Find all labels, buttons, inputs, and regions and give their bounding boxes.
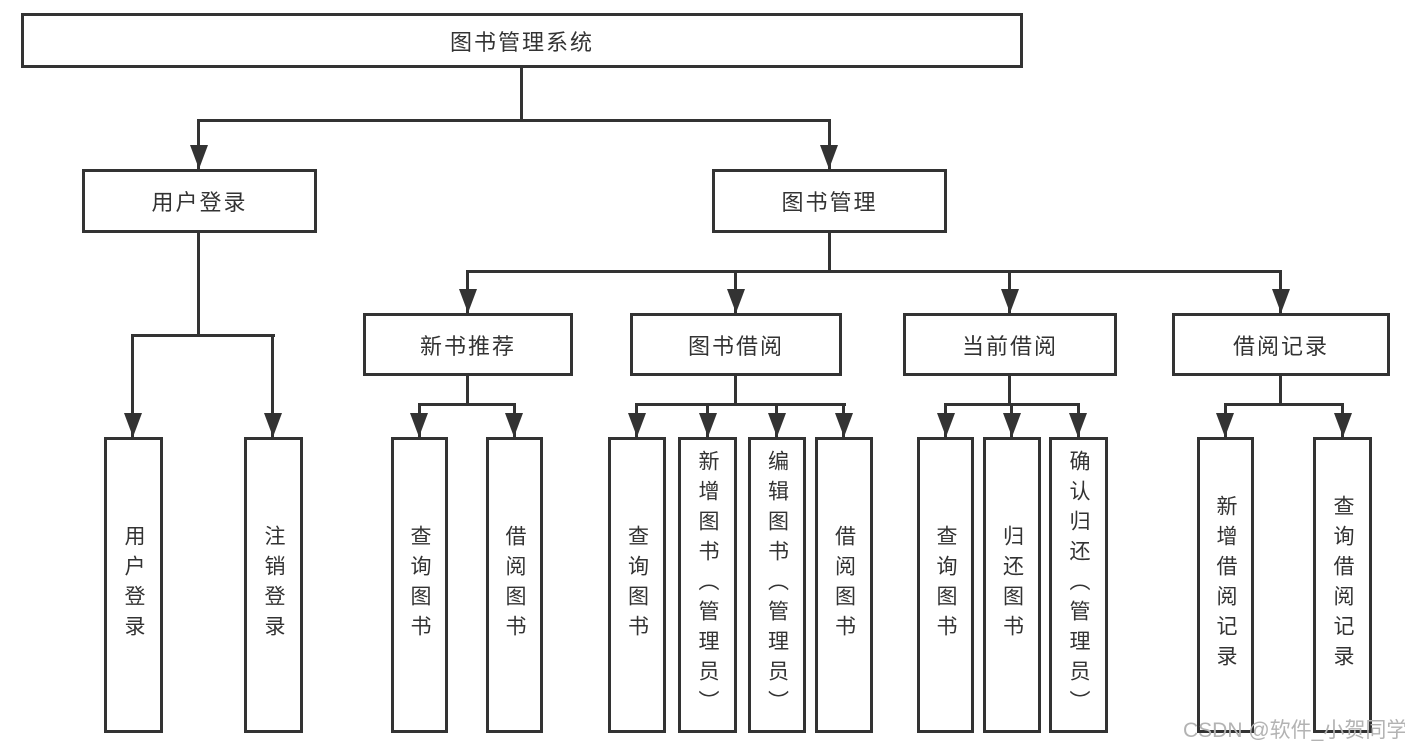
leaf-logout-label: 注销登录 — [262, 525, 285, 645]
csdn-watermark: CSDN @软件_小贺同学 — [1183, 719, 1405, 742]
leaf-add-book-admin: 新增图书（管理员） — [678, 437, 737, 733]
connector-user-login-down — [197, 233, 200, 337]
connector-level2 — [466, 270, 1282, 273]
connector-user-login-group — [131, 334, 275, 337]
connector-arrowhead — [820, 145, 838, 169]
leaf-query-books-recommend: 查询图书 — [391, 437, 448, 733]
leaf-borrow-books-recommend: 借阅图书 — [486, 437, 543, 733]
node-book-borrow: 图书借阅 — [630, 313, 842, 376]
connector-arrowhead — [264, 413, 282, 437]
leaf-user-login-label: 用户登录 — [122, 525, 145, 645]
connector-new-book-group — [418, 403, 516, 406]
node-current-borrow-label: 当前借阅 — [961, 333, 1058, 359]
connector-arrowhead — [1216, 413, 1234, 437]
connector-stem-user-login — [197, 119, 200, 169]
leaf-borrow-books: 借阅图书 — [815, 437, 873, 733]
connector-book-borrow-down — [734, 375, 737, 406]
connector-current-borrow-down — [1008, 375, 1011, 406]
leaf-add-borrow-record: 新增借阅记录 — [1197, 437, 1254, 733]
connector-stem-login — [131, 334, 134, 437]
connector-new-book-down — [466, 375, 469, 406]
connector-root-stem — [520, 66, 523, 122]
leaf-confirm-return-admin: 确认归还（管理员） — [1049, 437, 1108, 733]
leaf-user-login: 用户登录 — [104, 437, 163, 733]
node-book-management-label: 图书管理 — [781, 190, 878, 215]
connector-level1 — [197, 119, 831, 122]
connector-arrowhead — [124, 413, 142, 437]
leaf-confirm-return-admin-label: 确认归还（管理员） — [1067, 450, 1090, 720]
connector-arrowhead — [768, 413, 786, 437]
leaf-borrow-books-recommend-label: 借阅图书 — [503, 525, 526, 645]
connector-arrowhead — [727, 289, 745, 313]
leaf-add-borrow-record-label: 新增借阅记录 — [1214, 495, 1237, 675]
leaf-query-borrow-record-label: 查询借阅记录 — [1331, 495, 1354, 675]
node-user-login: 用户登录 — [82, 169, 317, 233]
connector-arrowhead — [937, 413, 955, 437]
leaf-return-book: 归还图书 — [983, 437, 1041, 733]
leaf-query-books-borrow-label: 查询图书 — [625, 525, 649, 645]
node-book-borrow-label: 图书借阅 — [687, 333, 784, 359]
connector-stem-logout — [271, 334, 274, 437]
connector-arrowhead — [1334, 413, 1352, 437]
leaf-query-books-current-label: 查询图书 — [934, 525, 957, 645]
connector-arrowhead — [410, 413, 428, 437]
node-user-login-label: 用户登录 — [151, 190, 248, 215]
connector-arrowhead — [699, 413, 717, 437]
connector-arrowhead — [459, 289, 477, 313]
leaf-query-books-recommend-label: 查询图书 — [408, 525, 431, 645]
leaf-return-book-label: 归还图书 — [1000, 525, 1024, 645]
leaf-query-books-current: 查询图书 — [917, 437, 974, 733]
connector-arrowhead — [1003, 413, 1021, 437]
node-book-management: 图书管理 — [712, 169, 947, 233]
connector-book-borrow-group — [635, 403, 846, 406]
leaf-borrow-books-label: 借阅图书 — [832, 525, 856, 645]
node-current-borrow: 当前借阅 — [903, 313, 1117, 376]
node-new-book-recommend: 新书推荐 — [363, 313, 573, 376]
connector-stem-book-management — [828, 119, 831, 169]
leaf-add-book-admin-label: 新增图书（管理员） — [696, 450, 719, 720]
node-borrow-records-label: 借阅记录 — [1232, 333, 1329, 359]
connector-borrow-records-down — [1279, 375, 1282, 406]
connector-arrowhead — [628, 413, 646, 437]
connector-arrowhead — [505, 413, 523, 437]
leaf-edit-book-admin-label: 编辑图书（管理员） — [765, 450, 789, 720]
connector-arrowhead — [1069, 413, 1087, 437]
leaf-logout: 注销登录 — [244, 437, 303, 733]
connector-arrowhead — [1001, 289, 1019, 313]
connector-book-management-down — [828, 233, 831, 273]
node-library-system-label: 图书管理系统 — [449, 29, 594, 55]
connector-arrowhead — [835, 413, 853, 437]
connector-arrowhead — [190, 145, 208, 169]
node-new-book-recommend-label: 新书推荐 — [419, 333, 516, 359]
connector-arrowhead — [1272, 289, 1290, 313]
leaf-query-borrow-record: 查询借阅记录 — [1313, 437, 1372, 733]
node-library-system: 图书管理系统 — [21, 13, 1023, 68]
leaf-query-books-borrow: 查询图书 — [608, 437, 666, 733]
node-borrow-records: 借阅记录 — [1172, 313, 1390, 376]
leaf-edit-book-admin: 编辑图书（管理员） — [748, 437, 806, 733]
connector-borrow-records-group — [1224, 403, 1344, 406]
